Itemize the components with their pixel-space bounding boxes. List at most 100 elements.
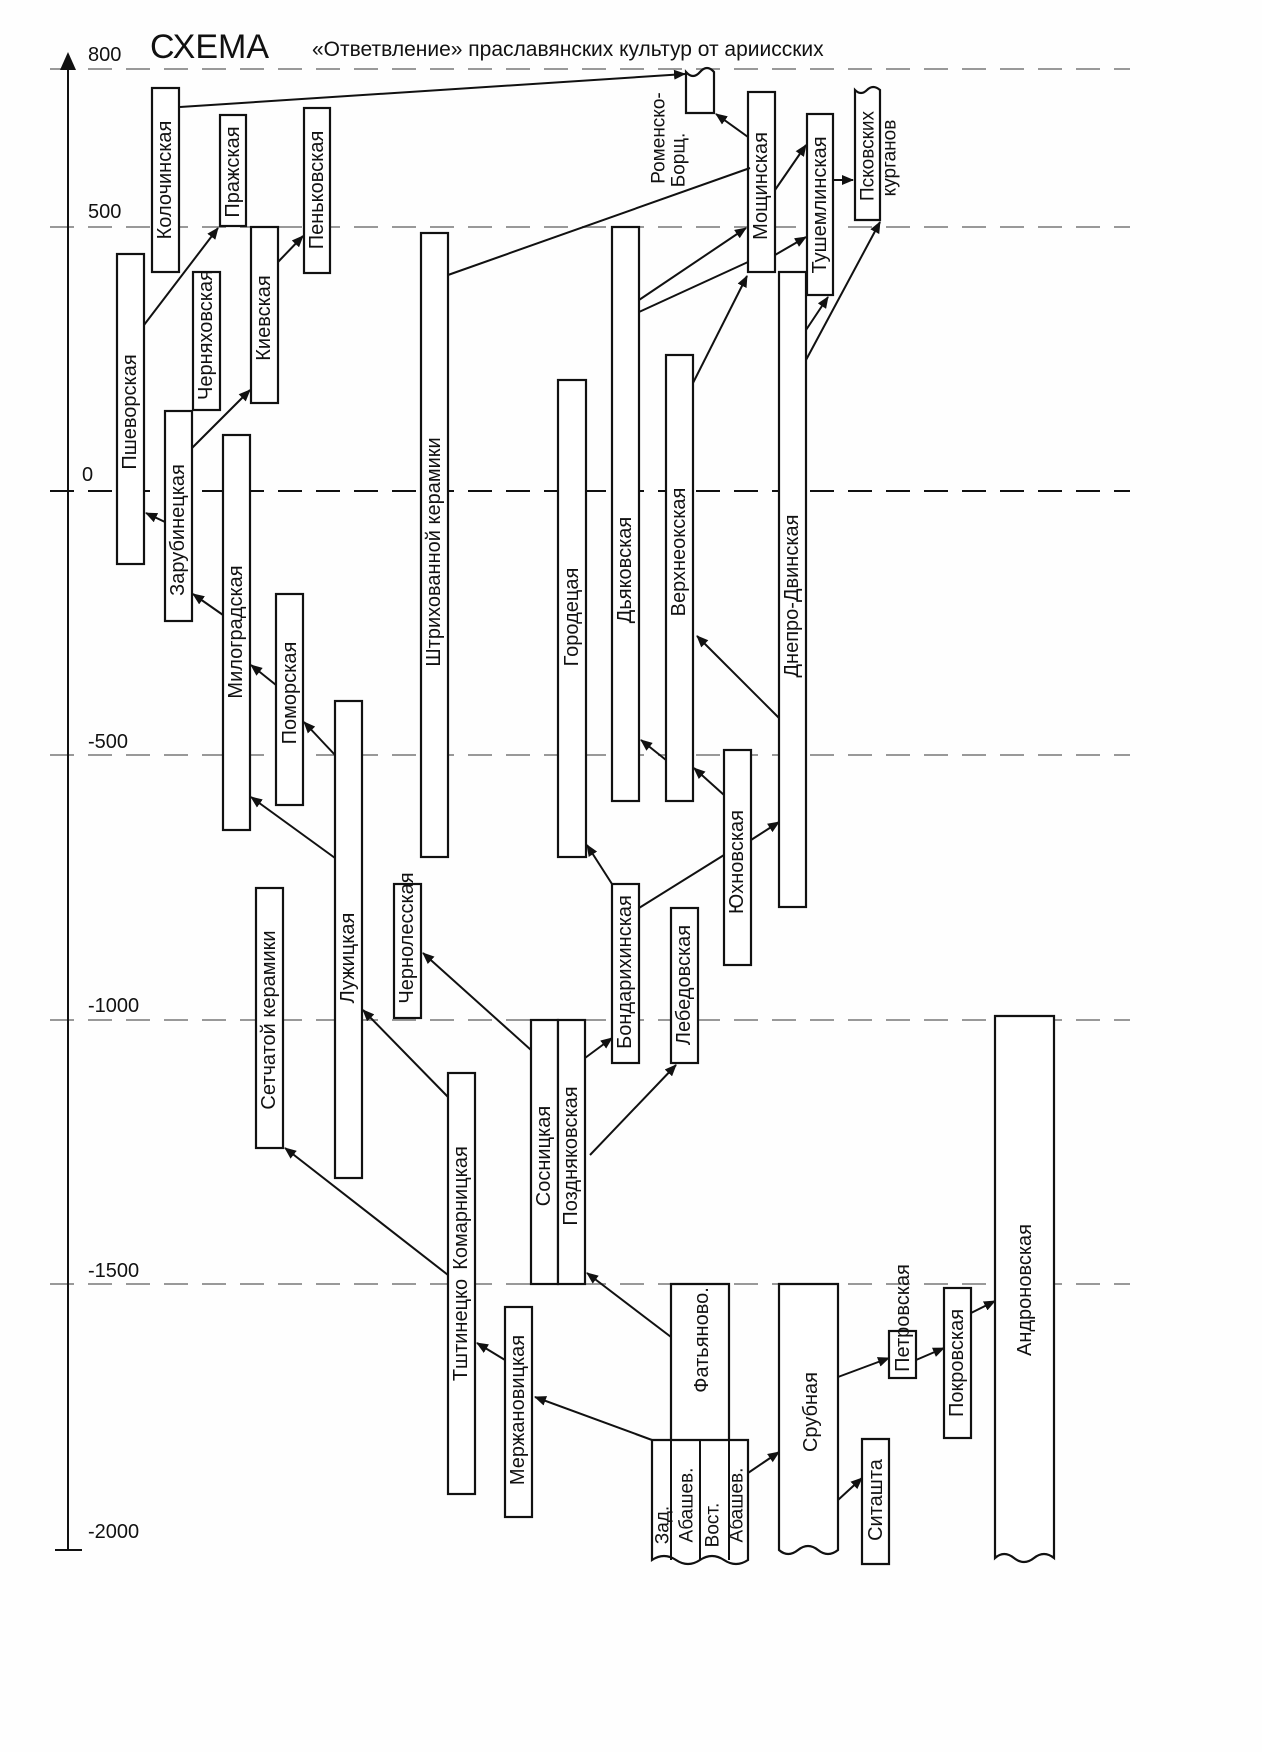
label-przeworsk: Пшеворская	[119, 354, 141, 469]
arrow	[692, 275, 748, 384]
arrow	[915, 1347, 945, 1361]
box-lusatian	[333, 699, 364, 1180]
descent-arrows	[143, 69, 996, 1501]
tick-label: -2000	[88, 1521, 139, 1543]
label-prague: Пражская	[222, 126, 244, 217]
arrow	[837, 1357, 890, 1378]
box-gorodets	[556, 378, 588, 859]
arrow	[250, 796, 336, 859]
scheme-title: СХЕМА	[150, 28, 269, 66]
label-chernyakhov: Черняховская	[195, 270, 217, 400]
arrow	[584, 1037, 613, 1059]
label-abashevo-east: Вост.	[703, 1503, 724, 1548]
arrow	[589, 1064, 677, 1156]
box-kiev	[249, 225, 280, 405]
arrow	[145, 512, 166, 523]
arrow	[284, 1147, 449, 1276]
tick-label: -1500	[88, 1260, 139, 1282]
arrow	[774, 236, 807, 256]
arrow	[476, 1342, 506, 1361]
arrow	[422, 952, 532, 1051]
label-pskov: курганов	[880, 120, 901, 197]
connector-line	[638, 261, 749, 313]
box-shtrikh	[419, 231, 450, 859]
box-verkhneok	[664, 353, 695, 803]
label-pomor: Поморская	[279, 642, 301, 745]
box-setchat	[254, 886, 285, 1150]
box-chernoles	[392, 882, 423, 1020]
label-kiev: Киевская	[253, 275, 275, 361]
arrow	[750, 821, 780, 841]
box-dyakovo	[610, 225, 641, 803]
connector-line	[638, 854, 725, 909]
box-prague	[218, 113, 248, 228]
label-abashevo-west: Зад.	[653, 1506, 674, 1544]
culture-labels: Колочинская Пражская Пеньковская Пшеворс…	[119, 92, 1036, 1547]
arrow	[534, 1396, 653, 1441]
arrow	[696, 635, 780, 719]
arrow	[970, 1300, 996, 1314]
label-abashevo-west: Абашев.	[677, 1468, 698, 1543]
culture-boxes	[115, 66, 1056, 1566]
arrow	[191, 389, 251, 449]
label-srubnaya: Срубная	[800, 1372, 822, 1452]
arrow	[586, 1272, 672, 1338]
label-milograd: Милоградская	[225, 565, 247, 698]
box-przeworsk	[115, 252, 146, 566]
box-andronovo	[993, 1014, 1056, 1564]
label-shtrikh: Штрихованной керамики	[423, 437, 445, 666]
arrow	[143, 227, 219, 326]
box-merzhan	[503, 1305, 534, 1519]
label-bondarikha: Бондарихинская	[614, 895, 636, 1049]
label-merzhan: Мержановицкая	[507, 1335, 529, 1485]
label-moshchin: Мощинская	[750, 132, 772, 240]
label-romny: Борщ.	[669, 133, 690, 188]
box-zarubintsy	[163, 409, 194, 623]
arrow	[715, 113, 749, 138]
label-chernoles: Чернолесская	[396, 872, 418, 1003]
box-dnepro-dvina	[777, 270, 808, 909]
box-chernyakhov	[191, 270, 222, 412]
arrow	[250, 664, 277, 686]
box-pokrovka	[942, 1286, 973, 1440]
label-sintashta: Ситашта	[865, 1458, 887, 1541]
box-tushemlya	[805, 112, 835, 297]
scheme-subtitle: «Ответвление» праславянских культур от а…	[312, 38, 824, 61]
tick-label: 0	[82, 464, 93, 486]
box-yukhnov	[722, 748, 753, 967]
label-dyakovo: Дьяковская	[614, 517, 636, 623]
tick-label: -500	[88, 731, 128, 753]
arrow	[362, 1009, 449, 1098]
arrow	[179, 69, 686, 108]
arrow	[640, 739, 667, 761]
box-romny	[684, 66, 716, 115]
label-penkov: Пеньковская	[306, 131, 328, 250]
tick-label: -1000	[88, 995, 139, 1017]
arrow	[747, 1451, 780, 1474]
box-bondarikha	[610, 882, 641, 1065]
box-lebedov	[669, 906, 700, 1065]
box-milograd	[221, 433, 252, 832]
label-pokrovka: Покровская	[946, 1309, 968, 1417]
arrow	[805, 221, 881, 361]
gridlines	[50, 68, 1130, 1285]
label-fatyanovo: Фатьяново.	[691, 1287, 713, 1393]
arrow	[192, 593, 224, 616]
label-petrovka: Петровская	[892, 1264, 914, 1372]
label-tushemlya: Тушемлинская	[809, 136, 831, 273]
box-kolochin	[150, 86, 181, 274]
label-romny: Роменско-	[649, 92, 670, 183]
tick-label: 800	[88, 44, 121, 66]
label-pskov: Псковских	[858, 110, 879, 201]
box-sosnitsa	[529, 1018, 560, 1286]
label-verkhneok: Верхнеокская	[668, 488, 690, 617]
label-pozdnyak: Поздняковская	[560, 1086, 582, 1225]
box-pomor	[274, 592, 305, 807]
label-sosnitsa: Сосницкая	[533, 1106, 555, 1206]
label-kolochin: Колочинская	[154, 121, 176, 240]
box-pozdnyak	[556, 1018, 587, 1286]
arrow	[303, 721, 336, 756]
box-pskov	[853, 85, 882, 222]
box-penkov	[302, 106, 332, 275]
label-andronovo: Андроновская	[1014, 1224, 1036, 1356]
